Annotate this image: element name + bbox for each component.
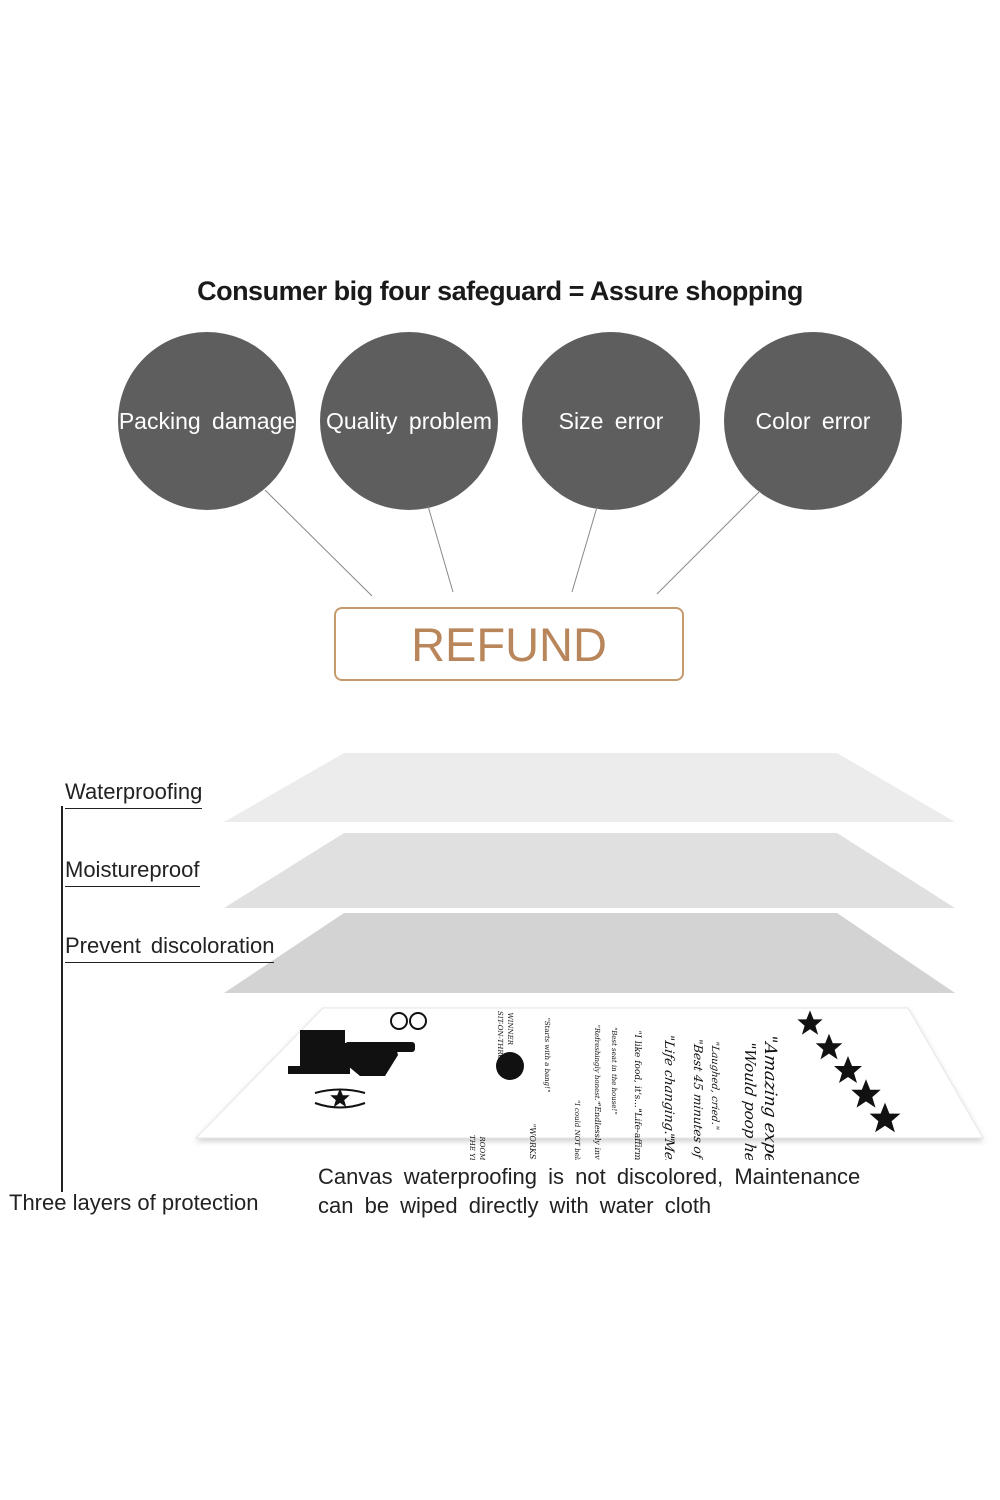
canvas-line: "Laughed, cried." <box>709 1040 720 1130</box>
safeguard-color-error: Color error <box>724 332 902 510</box>
three-layers-label: Three layers of protection <box>9 1190 259 1215</box>
svg-text:"Life-affirming.": "Life-affirming." <box>632 1107 642 1160</box>
svg-text:THE YEAR: THE YEAR <box>468 1134 477 1160</box>
canvas-sample: "Amazing experience!" "Would poop here a… <box>194 1007 984 1160</box>
headline: Consumer big four safeguard = Assure sho… <box>197 276 803 306</box>
layer-label-prevent-discoloration: Prevent discoloration <box>65 933 275 963</box>
canvas-line: "Life changing." <box>661 1034 676 1142</box>
svg-text:WINNER: WINNER <box>506 1012 515 1046</box>
refund-badge: REFUND <box>334 607 684 681</box>
layer-discoloration-sheet <box>224 913 955 993</box>
safeguard-label: Packing damage <box>118 407 296 434</box>
svg-text:"Best seat in the house!": "Best seat in the house!" <box>610 1026 619 1115</box>
svg-text:"I could NOT believe what I wa: "I could NOT believe what I was seeing!" <box>573 1099 582 1160</box>
canvas-line: "Best 45 minutes of my life." <box>691 1038 705 1160</box>
bracket-line <box>61 806 63 1192</box>
svg-text:"Refreshingly honest.": "Refreshingly honest." <box>593 1024 602 1105</box>
canvas-line: "Amazing experience!" <box>760 1033 780 1160</box>
badge-icons <box>390 1012 427 1030</box>
layer-label-moistureproof: Moistureproof <box>65 857 200 887</box>
safeguard-label: Quality problem <box>325 407 493 434</box>
svg-text:ROOM OF: ROOM OF <box>478 1136 487 1160</box>
toilet-figure-icon <box>288 1030 524 1080</box>
protection-layers-illustration: "Amazing experience!" "Would poop here a… <box>194 753 984 1160</box>
canvas-line: "Mesmerizing." <box>661 1132 676 1160</box>
safeguard-packing-damage: Packing damage <box>118 332 296 510</box>
svg-text:"WORKS UNITED": "WORKS UNITED" <box>528 1123 537 1160</box>
caption-line: can be wiped directly with water cloth <box>318 1193 712 1218</box>
svg-text:"Starts with a bang!": "Starts with a bang!" <box>543 1017 552 1093</box>
safeguard-label: Color error <box>755 407 871 434</box>
layer-moistureproof-sheet <box>224 833 955 908</box>
award-laurel-icon <box>314 1088 366 1109</box>
refund-label: REFUND <box>411 617 607 671</box>
safeguard-quality-problem: Quality problem <box>320 332 498 510</box>
svg-text:"Endlessly inventive.": "Endlessly inventive." <box>593 1102 602 1160</box>
safeguard-size-error: Size error <box>522 332 700 510</box>
svg-text:"I like food, it's...": "I like food, it's..." <box>632 1029 642 1112</box>
svg-text:SIT-ON-THRONE: SIT-ON-THRONE <box>496 1010 505 1072</box>
layer-label-waterproofing: Waterproofing <box>65 779 203 809</box>
canvas-line: "Would poop here again." <box>741 1041 759 1160</box>
five-star-rating <box>797 1010 901 1133</box>
connector-lines <box>264 489 761 597</box>
maintenance-caption: Canvas waterproofing is not discolored, … <box>318 1162 860 1220</box>
safeguard-label: Size error <box>558 407 664 434</box>
caption-line: Canvas waterproofing is not discolored, … <box>318 1164 861 1189</box>
layer-waterproofing-sheet <box>224 753 955 822</box>
